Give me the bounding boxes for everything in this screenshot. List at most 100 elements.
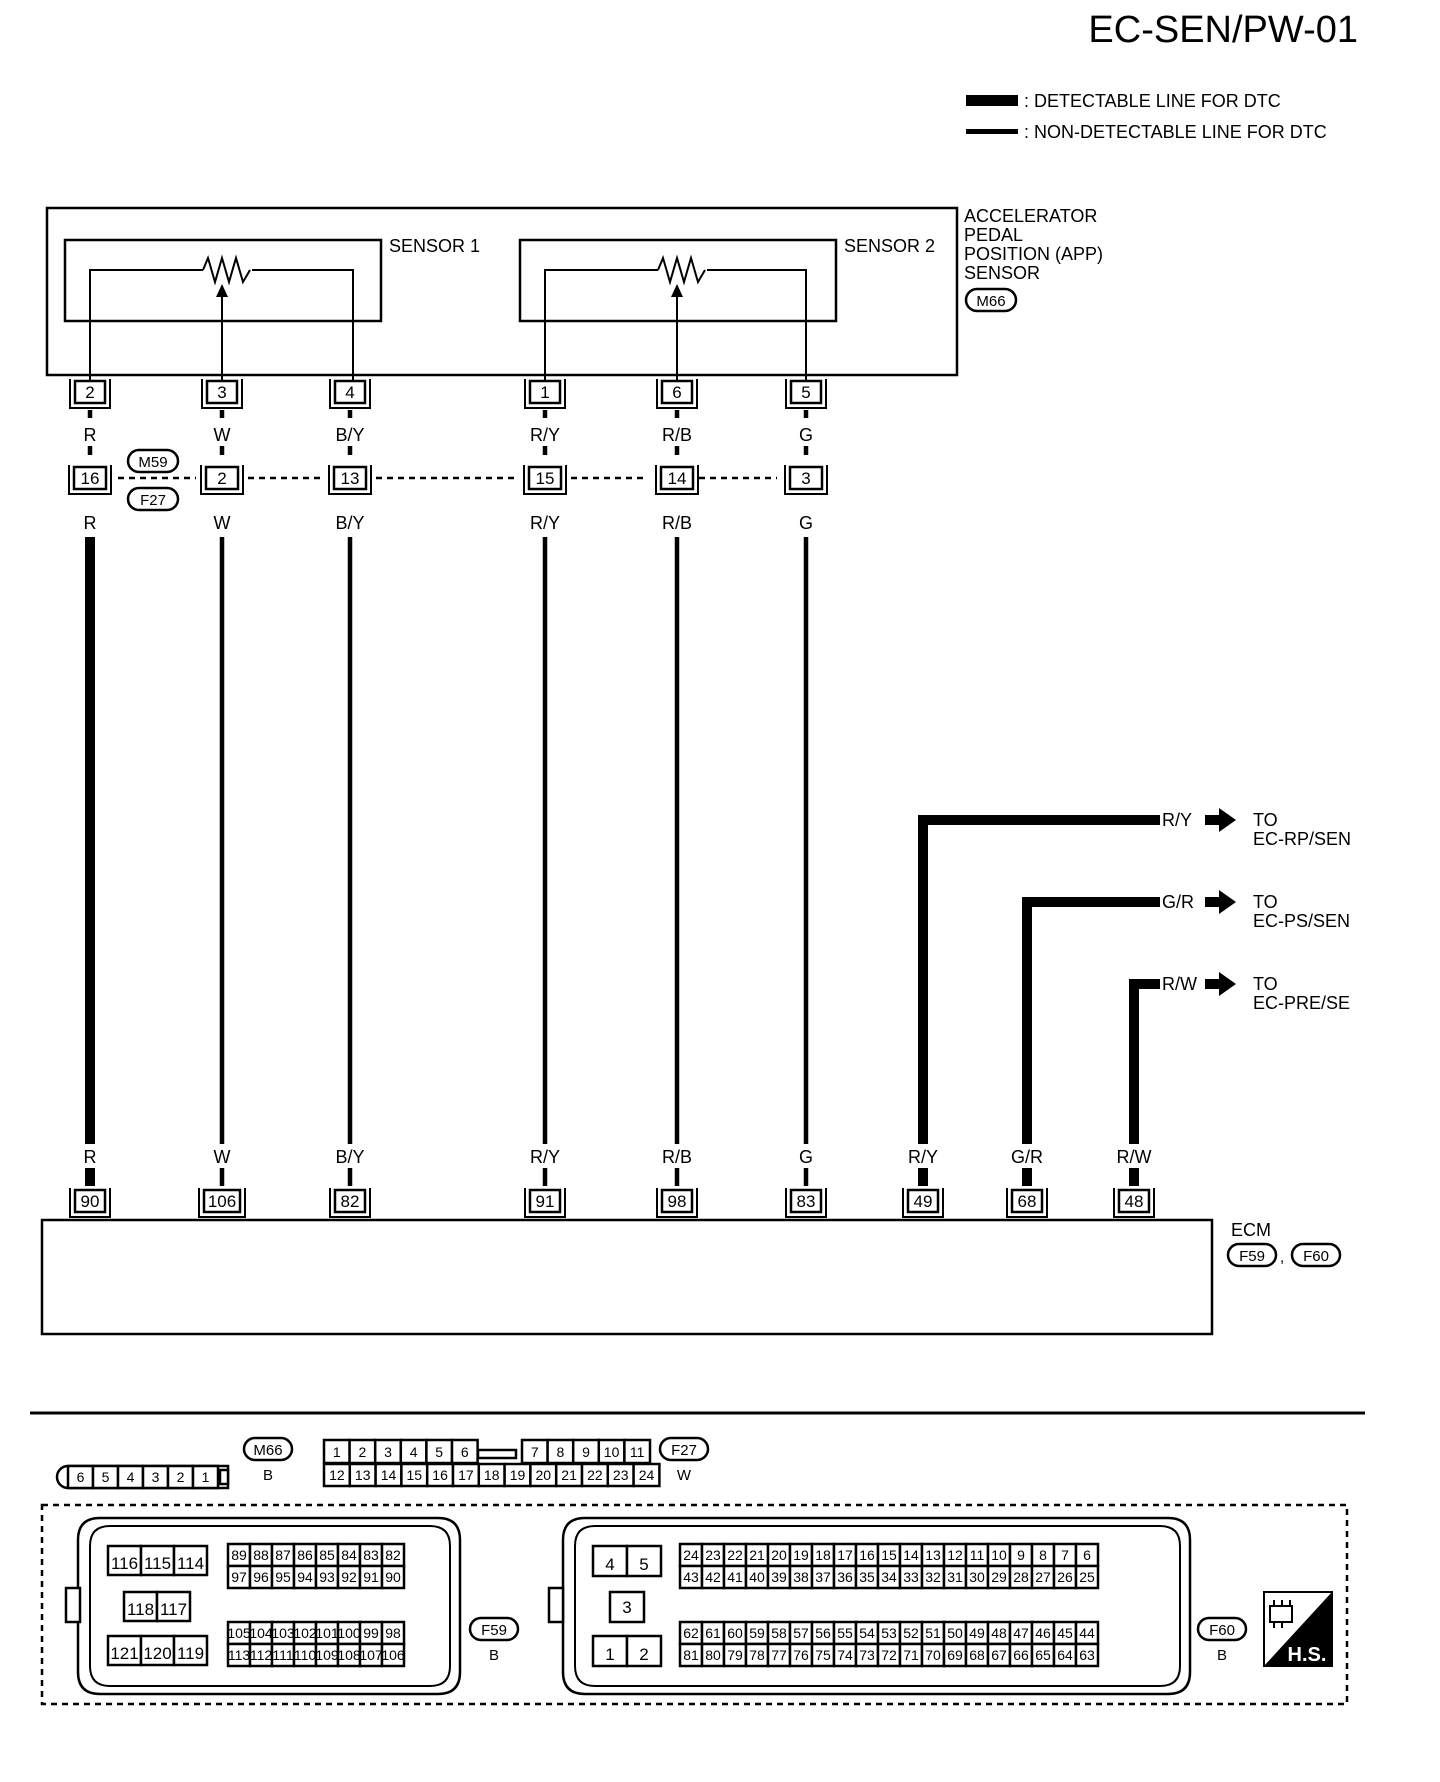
connector-f59-grpA-cell-1 xyxy=(139,1544,176,1577)
connector-f60-bot2-pin-10: 71 xyxy=(903,1647,919,1663)
connector-f27-row1b-pin-0: 7 xyxy=(531,1444,539,1460)
connector-f59-grpA-cell-2 xyxy=(172,1544,209,1577)
wire-color-top-3: R/Y xyxy=(530,425,560,445)
connector-f59-top1-pin-3: 86 xyxy=(297,1547,313,1563)
connector-f60-top2-pin-8: 35 xyxy=(859,1569,875,1585)
legend-non-detectable-swatch xyxy=(966,129,1018,134)
connector-f59-bot2-pin-6: 107 xyxy=(359,1647,383,1663)
sensor-pin-5-label: 5 xyxy=(801,383,810,402)
connector-f27-row1a-pin-2: 3 xyxy=(384,1444,392,1460)
connector-f59-grpC-cell-2 xyxy=(172,1634,209,1667)
connector-f59-inner xyxy=(89,1525,451,1687)
connector-f59-bot2-pin-3: 110 xyxy=(294,1647,317,1663)
sensor-pin-2-label: 4 xyxy=(345,383,354,402)
sensor-2-box xyxy=(518,238,838,323)
connector-f60-grpA-cell-0 xyxy=(591,1544,629,1578)
connector-f60-top2-pin-12: 31 xyxy=(947,1569,963,1585)
connector-f59-bot1-pin-3: 102 xyxy=(293,1625,317,1641)
connector-f59-grpC-pin-0: 121 xyxy=(110,1644,138,1663)
app-sensor-name-line2: PEDAL xyxy=(964,225,1023,245)
connector-f27-row2-pin-6: 18 xyxy=(484,1467,500,1483)
connector-f60-bot1-pin-13: 49 xyxy=(969,1625,985,1641)
sensor-2-resistor xyxy=(657,254,706,286)
connector-f60-top1-pin-0: 24 xyxy=(683,1547,699,1563)
joint-pin-4-box xyxy=(659,465,695,491)
branch-ecm-pin-0-bracket xyxy=(902,1188,944,1218)
joint-connector-m59-id: M59 xyxy=(138,454,167,471)
ecm-pin-4-box xyxy=(660,1188,694,1214)
connector-f60-bot2-pin-11: 70 xyxy=(925,1647,941,1663)
branch-wire-1 xyxy=(1022,897,1160,1144)
connector-f59-bot2-pin-7: 106 xyxy=(381,1647,405,1663)
branch-arrow-icon-2 xyxy=(1205,972,1236,996)
connector-f60-top1-pin-11: 13 xyxy=(925,1547,941,1563)
ecm-pin-2-bracket xyxy=(329,1188,371,1218)
ecm-connector-f60-id: F60 xyxy=(1303,1248,1329,1265)
connector-f59-bot1-pin-5: 100 xyxy=(337,1625,361,1641)
hs-badge-label: H.S. xyxy=(1288,1644,1327,1666)
connector-f59-grpB-pin-1: 117 xyxy=(160,1600,187,1619)
connector-f60-top2-pin-14: 29 xyxy=(991,1569,1007,1585)
joint-connector-tags: M59 F27 xyxy=(126,448,180,512)
circuits: 2R16RR90AVCC3W2WW106APS14B/Y13B/YB/Y82GN… xyxy=(66,379,1351,1262)
joint-pin-0-bracket xyxy=(68,465,112,495)
connector-f59-grpA-pin-2: 114 xyxy=(177,1554,204,1573)
wire-color-mid-2: B/Y xyxy=(335,513,364,533)
joint-connector-m59-tag xyxy=(126,448,180,474)
connector-f27-key xyxy=(476,1448,518,1460)
ecm-label: ECM xyxy=(1231,1220,1271,1240)
connector-f59-bot1-pin-6: 99 xyxy=(363,1625,379,1641)
sensor-pin-4-label: 6 xyxy=(672,383,681,402)
connector-f60-bot2-pin-4: 77 xyxy=(771,1647,787,1663)
connector-f60-top2-pin-15: 28 xyxy=(1013,1569,1029,1585)
connector-f27-row2-pin-12: 24 xyxy=(639,1467,655,1483)
connector-f27-id: F27 xyxy=(671,1442,697,1459)
connector-m66-pin-0: 6 xyxy=(77,1469,85,1485)
connector-f60-bot2-pin-9: 72 xyxy=(881,1647,897,1663)
connector-f59-top2-pin-2: 95 xyxy=(275,1569,291,1585)
connector-f60-tag xyxy=(1196,1616,1248,1642)
connector-f59-bot2-pin-4: 109 xyxy=(315,1647,339,1663)
ecm-connector-f59-id: F59 xyxy=(1239,1248,1265,1265)
app-sensor-name-line3: POSITION (APP) xyxy=(964,244,1103,264)
connector-f59-color: B xyxy=(489,1647,499,1664)
joint-pin-3-box xyxy=(527,465,563,491)
branch-ecm-pin-2-bracket xyxy=(1113,1188,1155,1218)
sensor-pin-3-label: 1 xyxy=(540,383,549,402)
connector-f60-top1-pin-7: 17 xyxy=(837,1547,853,1563)
branch-wire-color-2: R/W xyxy=(1162,974,1197,994)
connector-m66-id: M66 xyxy=(253,1442,282,1459)
wire-color-mid-1: W xyxy=(214,513,231,533)
sensor-pin-2-bracket xyxy=(329,379,371,409)
connector-f27-row2-pin-10: 22 xyxy=(587,1467,603,1483)
branch-wire-color-bottom-1: G/R xyxy=(1011,1147,1043,1167)
connector-f60-bot2-pin-15: 66 xyxy=(1013,1647,1029,1663)
joint-pin-5-box xyxy=(788,465,824,491)
connector-f60-top2-pin-7: 36 xyxy=(837,1569,853,1585)
connector-f60-grpA-pin-1: 5 xyxy=(639,1555,648,1574)
connector-f60-top1-pin-14: 10 xyxy=(991,1547,1007,1563)
connector-f59-top2-pin-4: 93 xyxy=(319,1569,335,1585)
connector-f60-latch xyxy=(547,1586,565,1624)
connector-f60-bot1-pin-14: 48 xyxy=(991,1625,1007,1641)
connector-f27-row2-pin-2: 14 xyxy=(381,1467,397,1483)
connector-f59-top2-pin-1: 96 xyxy=(253,1569,269,1585)
joint-pin-1-bracket xyxy=(200,465,244,495)
connector-m66-pin-1: 5 xyxy=(102,1469,110,1485)
connector-f59-bot1-pin-1: 104 xyxy=(249,1625,273,1641)
joint-connector-f27-tag xyxy=(126,486,180,512)
connector-f27-row1b-pin-4: 11 xyxy=(630,1444,645,1460)
ecm-pin-1-bracket xyxy=(198,1188,246,1218)
connector-f60-top2-pin-2: 41 xyxy=(727,1569,743,1585)
branch-ecm-pin-2-label: 48 xyxy=(1125,1192,1144,1211)
connector-f60-top1-pin-8: 16 xyxy=(859,1547,875,1563)
wire-color-bottom-4: R/B xyxy=(662,1147,692,1167)
connector-f27-row2-pin-3: 15 xyxy=(407,1467,423,1483)
ecm-pin-3-box xyxy=(528,1188,562,1214)
connector-f60-bot1-pin-9: 53 xyxy=(881,1625,897,1641)
